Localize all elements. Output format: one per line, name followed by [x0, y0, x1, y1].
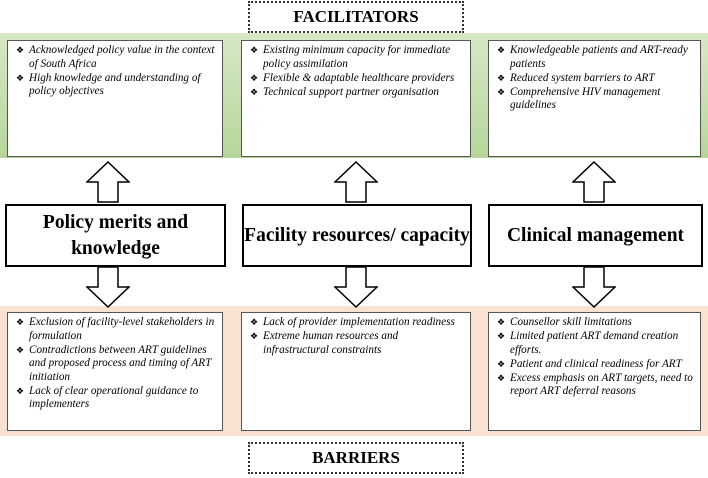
facilitator-item: ❖Existing minimum capacity for immediate… — [250, 44, 451, 70]
category-clinical-management: Clinical management — [488, 204, 703, 267]
barriers-header: BARRIERS — [248, 442, 464, 474]
diamond-bullet-icon: ❖ — [16, 317, 25, 327]
diamond-bullet-icon: ❖ — [250, 86, 259, 97]
diamond-bullet-icon: ❖ — [250, 45, 259, 55]
barrier-item: ❖Exclusion of facility-level stakeholder… — [16, 316, 215, 342]
diamond-bullet-icon: ❖ — [497, 358, 506, 369]
diamond-bullet-icon: ❖ — [497, 72, 506, 83]
barrier-item: ❖Patient and clinical readiness for ART — [497, 357, 682, 370]
up-arrow-icon — [572, 161, 616, 203]
facilitator-item: ❖Flexible & adaptable healthcare provide… — [250, 71, 455, 84]
down-arrow-icon — [334, 266, 378, 308]
diamond-bullet-icon: ❖ — [16, 385, 25, 396]
diamond-bullet-icon: ❖ — [497, 86, 506, 97]
facilitator-item: ❖Reduced system barriers to ART — [497, 71, 655, 84]
barrier-item: ❖Contradictions between ART guidelines a… — [16, 343, 212, 383]
category-facility-resources: Facility resources/ capacity — [242, 204, 472, 267]
diamond-bullet-icon: ❖ — [497, 317, 506, 327]
barrier-item: ❖Excess emphasis on ART targets, need to… — [497, 371, 693, 398]
barrier-item: ❖Counsellor skill limitations — [497, 316, 632, 328]
diamond-bullet-icon: ❖ — [16, 45, 25, 55]
diamond-bullet-icon: ❖ — [250, 72, 259, 83]
diamond-bullet-icon: ❖ — [497, 45, 506, 55]
facilitator-item: ❖High knowledge and understanding of pol… — [16, 71, 201, 98]
down-arrow-icon — [86, 266, 130, 308]
barriers-box-policy: ❖Exclusion of facility-level stakeholder… — [7, 312, 223, 431]
diamond-bullet-icon: ❖ — [497, 331, 506, 341]
diamond-bullet-icon: ❖ — [497, 372, 506, 383]
facilitator-item: ❖Comprehensive HIV management guidelines — [497, 85, 661, 112]
facilitators-box-clinical: ❖Knowledgeable patients and ART-ready pa… — [488, 40, 701, 157]
barrier-item: ❖Lack of provider implementation readine… — [250, 316, 455, 328]
up-arrow-icon — [334, 161, 378, 203]
facilitator-item: ❖Knowledgeable patients and ART-ready pa… — [497, 44, 688, 70]
diamond-bullet-icon: ❖ — [250, 331, 259, 341]
facilitators-box-policy: ❖Acknowledged policy value in the contex… — [7, 40, 223, 157]
facilitators-box-resources: ❖Existing minimum capacity for immediate… — [241, 40, 471, 157]
up-arrow-icon — [86, 161, 130, 203]
down-arrow-icon — [572, 266, 616, 308]
category-policy-merits: Policy merits and knowledge — [5, 204, 226, 267]
diamond-bullet-icon: ❖ — [16, 72, 25, 83]
facilitators-header: FACILITATORS — [248, 1, 464, 33]
facilitator-item: ❖Technical support partner organisation — [250, 85, 440, 98]
diamond-bullet-icon: ❖ — [250, 317, 259, 327]
barrier-item: ❖Extreme human resources and infrastruct… — [250, 330, 399, 356]
barrier-item: ❖Limited patient ART demand creation eff… — [497, 330, 679, 356]
facilitator-item: ❖Acknowledged policy value in the contex… — [16, 44, 215, 70]
barriers-box-clinical: ❖Counsellor skill limitations ❖Limited p… — [488, 312, 701, 431]
barriers-box-resources: ❖Lack of provider implementation readine… — [241, 312, 471, 431]
barrier-item: ❖Lack of clear operational guidance to i… — [16, 384, 199, 411]
diamond-bullet-icon: ❖ — [16, 344, 25, 355]
